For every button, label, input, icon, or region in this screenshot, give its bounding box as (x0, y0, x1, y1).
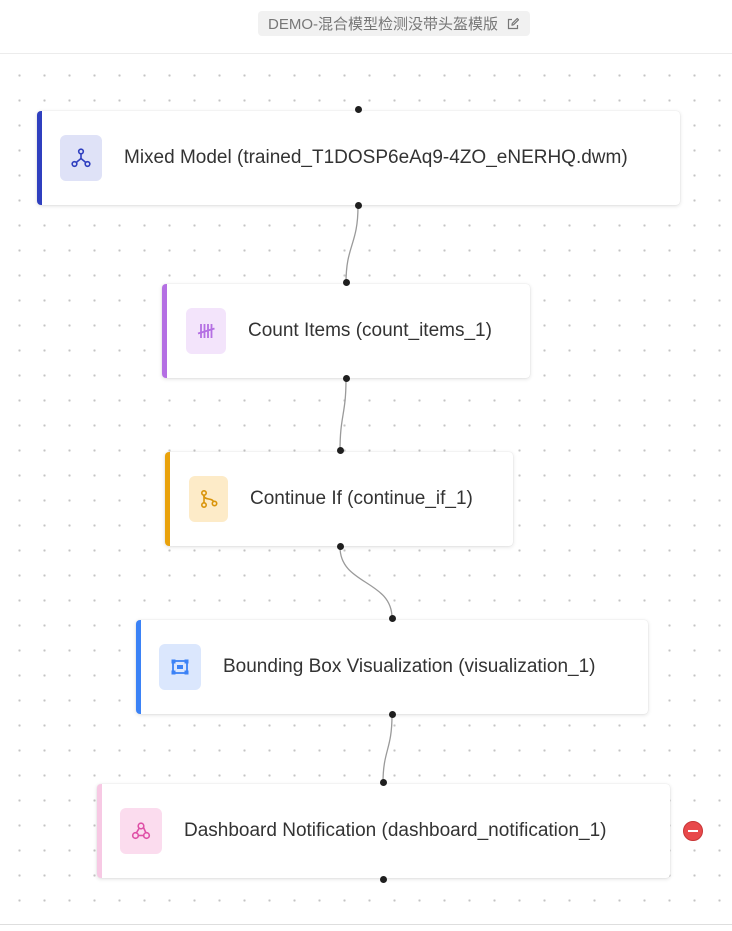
workflow-title[interactable]: DEMO-混合模型检测没带头盔模版 (258, 11, 530, 36)
node-icon-box (186, 308, 226, 354)
node-continue-if[interactable]: Continue If (continue_if_1) (165, 452, 513, 546)
handle-visualization-out[interactable] (389, 711, 396, 718)
node-accent-bar (165, 452, 170, 546)
node-dashboard-notification[interactable]: Dashboard Notification (dashboard_notifi… (97, 784, 670, 878)
node-label: Mixed Model (trained_T1DOSP6eAq9-4ZO_eNE… (124, 147, 628, 168)
handle-count-out[interactable] (343, 375, 350, 382)
node-label: Dashboard Notification (dashboard_notifi… (184, 820, 607, 841)
handle-notification-out[interactable] (380, 876, 387, 883)
edit-icon[interactable] (506, 17, 520, 31)
handle-visualization-in[interactable] (389, 615, 396, 622)
handle-continue-in[interactable] (337, 447, 344, 454)
node-bounding-box-visualization[interactable]: Bounding Box Visualization (visualizatio… (136, 620, 648, 714)
top-bar: DEMO-混合模型检测没带头盔模版 (0, 0, 732, 54)
node-accent-bar (37, 111, 42, 205)
bounding-box-icon (171, 659, 189, 675)
canvas-bottom-border (0, 924, 732, 931)
remove-icon[interactable] (683, 821, 703, 841)
model-hub-icon (71, 148, 91, 168)
node-icon-box (159, 644, 201, 690)
node-icon-box (60, 135, 102, 181)
handle-count-in[interactable] (343, 279, 350, 286)
node-count-items[interactable]: Count Items (count_items_1) (162, 284, 530, 378)
branch-icon (200, 489, 218, 509)
handle-notification-in[interactable] (380, 779, 387, 786)
node-accent-bar (136, 620, 141, 714)
node-accent-bar (162, 284, 167, 378)
webhook-icon (131, 822, 151, 840)
remove-icon-minus (688, 830, 698, 832)
tally-icon (197, 324, 215, 338)
handle-model-out[interactable] (355, 202, 362, 209)
node-mixed-model[interactable]: Mixed Model (trained_T1DOSP6eAq9-4ZO_eNE… (37, 111, 680, 205)
handle-continue-out[interactable] (337, 543, 344, 550)
node-icon-box (189, 476, 228, 522)
node-icon-box (120, 808, 162, 854)
handle-model-in[interactable] (355, 106, 362, 113)
node-label: Continue If (continue_if_1) (250, 488, 473, 509)
node-label: Bounding Box Visualization (visualizatio… (223, 656, 596, 677)
node-accent-bar (97, 784, 102, 878)
node-label: Count Items (count_items_1) (248, 320, 492, 341)
workflow-title-text: DEMO-混合模型检测没带头盔模版 (268, 16, 498, 33)
